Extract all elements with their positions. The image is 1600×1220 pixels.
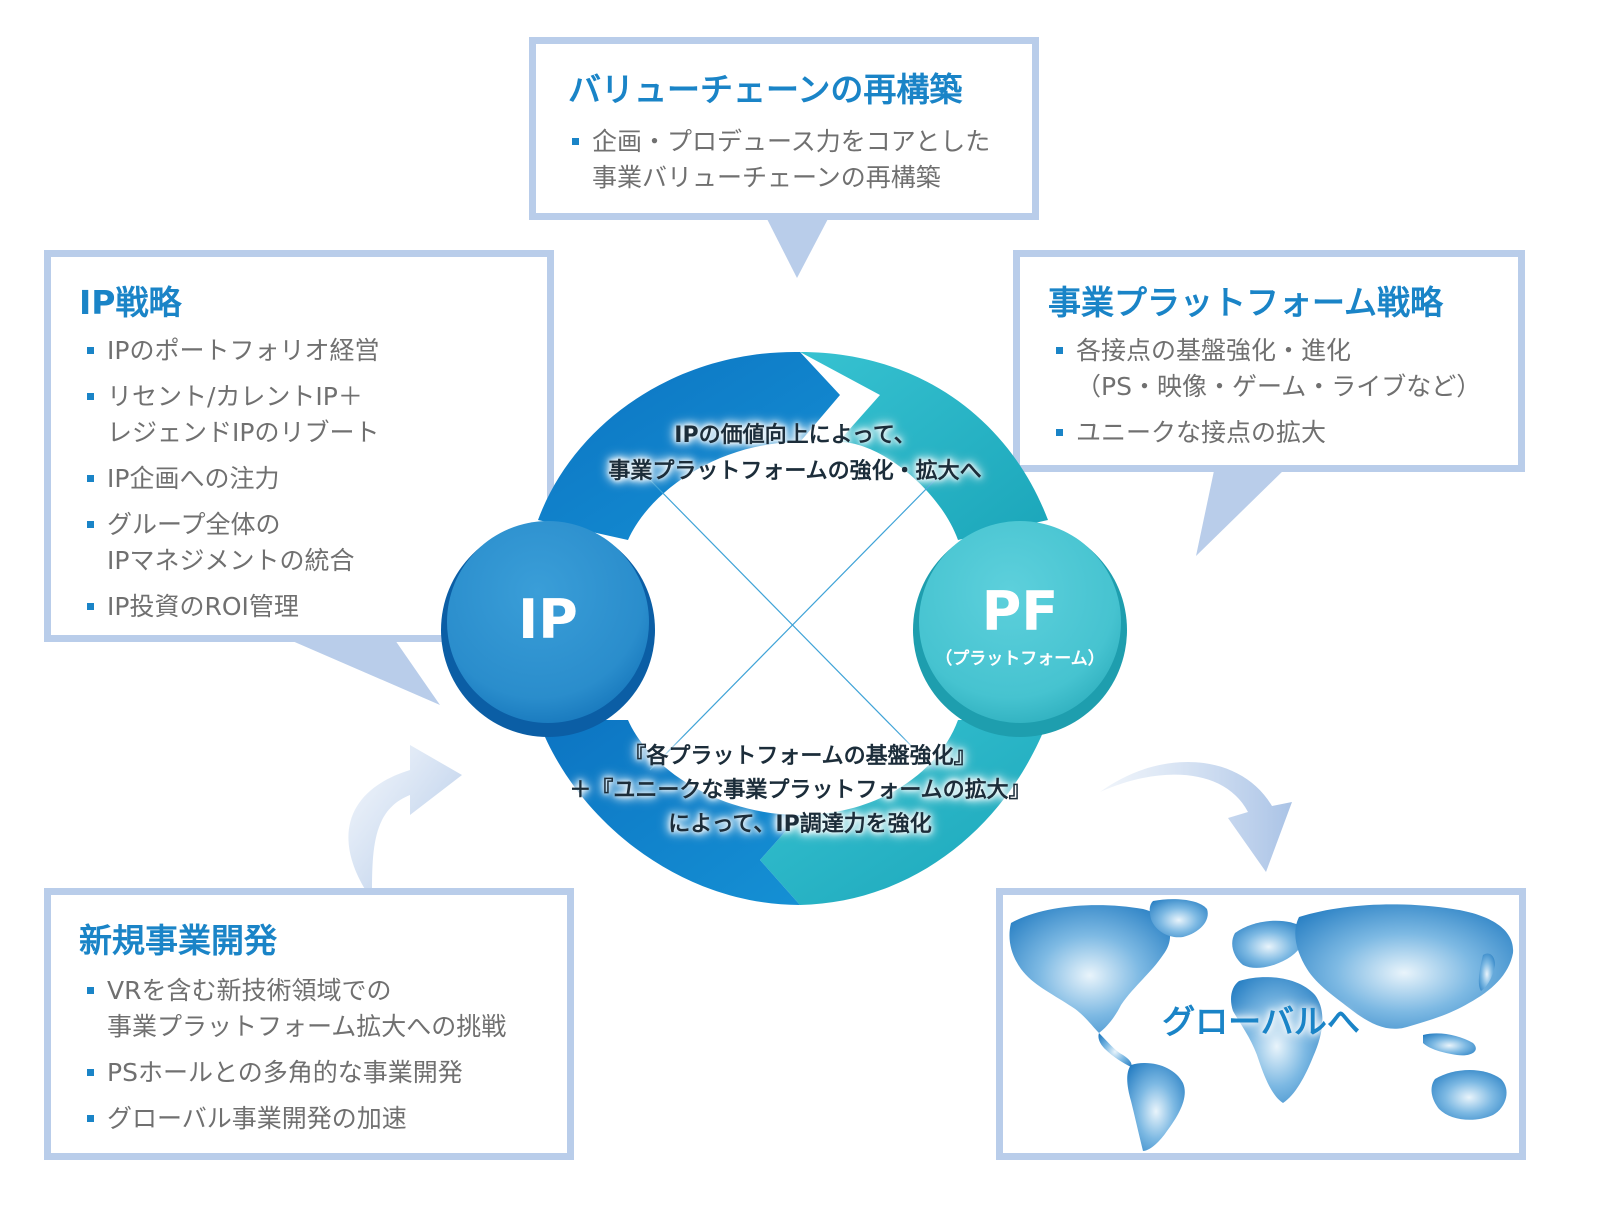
value-chain-list: 企画・プロデュース力をコアとした 事業バリューチェーンの再構築: [570, 124, 990, 206]
list-item: PSホールとの多角的な事業開発: [85, 1055, 506, 1091]
list-item-line: 事業バリューチェーンの再構築: [592, 163, 941, 192]
new-business-box: 新規事業開発 VRを含む新技術領域での 事業プラットフォーム拡大への挑戦 PSホ…: [44, 888, 574, 1160]
list-item-line: IPのポートフォリオ経営: [107, 336, 380, 365]
list-item-line: グループ全体の: [107, 510, 281, 539]
cycle-bottom-line: ＋『ユニークな事業プラットフォームの拡大』: [569, 778, 1031, 803]
list-item-line: リセント/カレントIP＋: [107, 382, 363, 411]
list-item-line: IP企画への注力: [107, 464, 280, 493]
ip-label: IP: [518, 588, 578, 651]
ip-strategy-pointer: [290, 640, 440, 705]
pf-label: PF: [981, 580, 1059, 643]
new-business-list: VRを含む新技術領域での 事業プラットフォーム拡大への挑戦 PSホールとの多角的…: [85, 973, 506, 1147]
cycle-top-line: 事業プラットフォームの強化・拡大へ: [608, 459, 982, 484]
list-item: VRを含む新技術領域での 事業プラットフォーム拡大への挑戦: [85, 973, 506, 1045]
list-item-line: 各接点の基盤強化・進化: [1076, 336, 1352, 365]
ring-segment-bottom-left: [538, 720, 800, 905]
global-arrow: [1100, 761, 1292, 872]
platform-pointer: [1196, 466, 1288, 556]
ip-strategy-box: IP戦略 IPのポートフォリオ経営 リセント/カレントIP＋ レジェンドIPのリ…: [44, 250, 554, 642]
cross-line: [649, 479, 936, 771]
list-item: IP企画への注力: [85, 461, 379, 497]
ip-strategy-title: IP戦略: [79, 283, 182, 322]
list-item-line: IP投資のROI管理: [107, 592, 299, 621]
global-label: グローバルへ: [1162, 1002, 1360, 1041]
new-business-title: 新規事業開発: [79, 921, 277, 960]
cycle-bottom-line: によって、IP調達力を強化: [668, 812, 932, 837]
list-item-line: （PS・映像・ゲーム・ライブなど）: [1076, 372, 1482, 401]
ring-segment-bottom-right: [760, 720, 1048, 905]
list-item: IPのポートフォリオ経営: [85, 333, 379, 369]
list-item: リセント/カレントIP＋ レジェンドIPのリブート: [85, 379, 379, 451]
value-chain-box: バリューチェーンの再構築 企画・プロデュース力をコアとした 事業バリューチェーン…: [529, 37, 1039, 220]
list-item: グループ全体の IPマネジメントの統合: [85, 507, 379, 579]
list-item: ユニークな接点の拡大: [1054, 415, 1481, 451]
list-item: 企画・プロデュース力をコアとした 事業バリューチェーンの再構築: [570, 124, 990, 196]
ring-segment-top-right: [800, 352, 1048, 540]
list-item-line: 企画・プロデュース力をコアとした: [592, 127, 991, 156]
platform-strategy-box: 事業プラットフォーム戦略 各接点の基盤強化・進化 （PS・映像・ゲーム・ライブな…: [1013, 250, 1525, 472]
new-business-arrow: [348, 745, 462, 900]
ring-segment-top-left: [538, 351, 840, 540]
cycle-bottom-text: 『各プラットフォームの基盤強化』 ＋『ユニークな事業プラットフォームの拡大』 に…: [530, 740, 1070, 842]
pf-sublabel: （プラットフォーム）: [935, 649, 1105, 669]
list-item: IP投資のROI管理: [85, 589, 379, 625]
list-item-line: IPマネジメントの統合: [107, 546, 355, 575]
list-item-line: VRを含む新技術領域での: [107, 976, 392, 1005]
platform-strategy-list: 各接点の基盤強化・進化 （PS・映像・ゲーム・ライブなど） ユニークな接点の拡大: [1054, 333, 1481, 461]
world-map: [1003, 895, 1519, 1153]
list-item: 各接点の基盤強化・進化 （PS・映像・ゲーム・ライブなど）: [1054, 333, 1481, 405]
cycle-top-text: IPの価値向上によって、 事業プラットフォームの強化・拡大へ: [560, 418, 1030, 490]
list-item-line: ユニークな接点の拡大: [1076, 418, 1327, 447]
list-item-line: 事業プラットフォーム拡大への挑戦: [107, 1012, 507, 1041]
global-map-box: グローバルへ: [996, 888, 1526, 1160]
cycle-bottom-line: 『各プラットフォームの基盤強化』: [624, 744, 976, 769]
value-chain-title: バリューチェーンの再構築: [568, 70, 963, 109]
list-item: グローバル事業開発の加速: [85, 1101, 506, 1137]
list-item-line: グローバル事業開発の加速: [107, 1104, 407, 1133]
list-item-line: レジェンドIPのリブート: [107, 418, 380, 447]
platform-strategy-title: 事業プラットフォーム戦略: [1048, 283, 1444, 322]
list-item-line: PSホールとの多角的な事業開発: [107, 1058, 463, 1087]
ip-strategy-list: IPのポートフォリオ経営 リセント/カレントIP＋ レジェンドIPのリブート I…: [85, 333, 379, 635]
value-chain-pointer: [765, 215, 830, 278]
cycle-top-line: IPの価値向上によって、: [674, 423, 916, 448]
